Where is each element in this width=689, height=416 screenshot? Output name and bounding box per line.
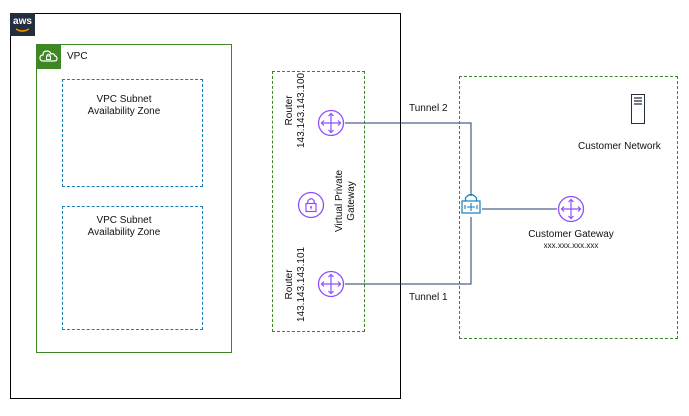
customer-gateway-icon — [557, 195, 585, 223]
router-1-icon — [317, 109, 345, 137]
subnet-1-az: Availability Zone — [87, 106, 161, 117]
tunnel-2-label: Tunnel 2 — [409, 103, 448, 114]
server-icon — [631, 94, 645, 124]
aws-cloud-container — [10, 13, 401, 399]
subnet-2-label: VPC Subnet Availability Zone — [62, 215, 186, 239]
customer-network-box — [459, 76, 678, 339]
vpc-cloud-lock-icon — [36, 44, 61, 69]
vpc-container — [36, 44, 232, 353]
subnet-2-title: VPC Subnet — [96, 215, 152, 226]
vpg-lock-icon — [297, 191, 325, 219]
vpg-box — [272, 71, 365, 332]
subnet-1-title: VPC Subnet — [96, 94, 152, 105]
tunnel-2-line — [345, 122, 472, 196]
subnet-1-label: VPC Subnet Availability Zone — [62, 94, 186, 118]
router-2-icon — [317, 270, 345, 298]
vpn-connection-icon — [458, 191, 484, 219]
customer-gateway-ip: xxx.xxx.xxx.xxx — [543, 241, 599, 250]
subnet-box-1 — [62, 79, 203, 187]
aws-logo-text: aws — [13, 16, 32, 27]
aws-logo-icon: aws — [10, 13, 35, 36]
customer-gateway-title: Customer Gateway — [528, 229, 614, 240]
subnet-box-2 — [62, 206, 203, 330]
customer-gateway-label: Customer Gateway xxx.xxx.xxx.xxx — [521, 229, 621, 251]
subnet-2-az: Availability Zone — [87, 227, 161, 238]
vpc-label: VPC — [67, 51, 88, 62]
customer-network-label: Customer Network — [578, 141, 661, 152]
tunnel-1-label: Tunnel 1 — [409, 292, 448, 303]
tunnel-1-line — [345, 217, 472, 285]
